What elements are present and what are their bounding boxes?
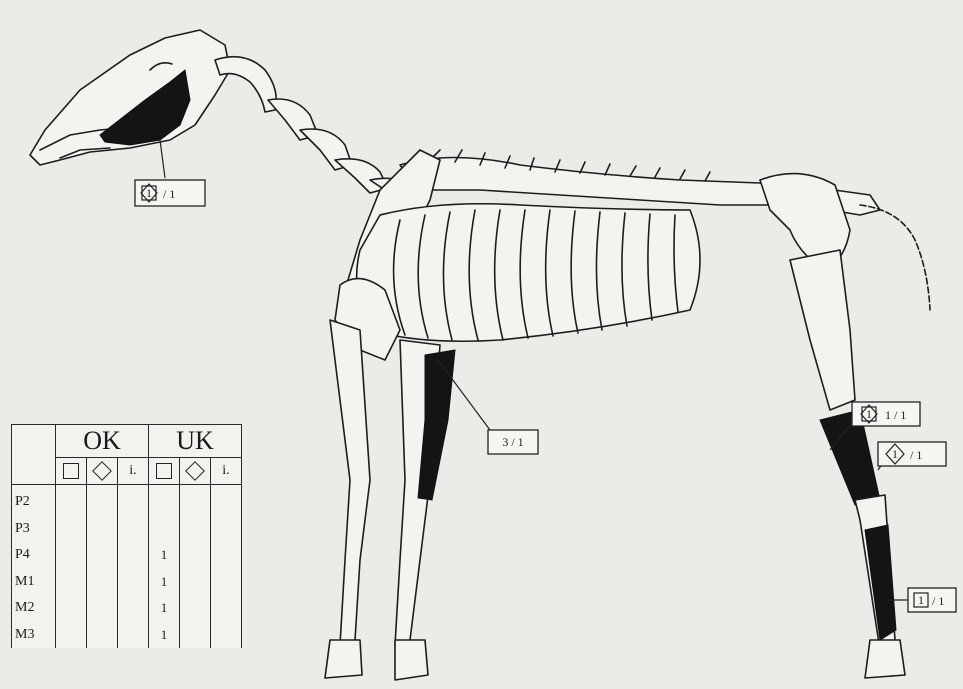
table-cell: 1 [149, 595, 180, 622]
table-cell [87, 595, 118, 622]
table-cell [118, 569, 149, 596]
table-cell [56, 595, 87, 622]
table-cell [87, 516, 118, 543]
square-icon [63, 463, 79, 479]
table-cell [211, 542, 242, 569]
row-label: P3 [12, 516, 56, 543]
table-cell: 1 [149, 569, 180, 596]
svg-text:/ 1: / 1 [910, 448, 922, 462]
table-cell [87, 622, 118, 649]
svg-text:1: 1 [918, 593, 924, 607]
table-corner [12, 425, 56, 485]
annotation-hind-upper: 1 1 / 1 [852, 402, 920, 426]
row-label: M2 [12, 595, 56, 622]
svg-text:/ 1: / 1 [932, 594, 944, 608]
row-label: P2 [12, 485, 56, 516]
cervical-vertebrae [215, 57, 420, 200]
table-cell [56, 516, 87, 543]
table-cell [180, 595, 211, 622]
table-row: M1 1 [12, 569, 242, 596]
table-cell [180, 485, 211, 516]
svg-text:1 / 1: 1 / 1 [885, 408, 906, 422]
diamond-icon [92, 461, 112, 481]
ribcage [357, 204, 700, 342]
table-cell [211, 595, 242, 622]
table-row: P3 [12, 516, 242, 543]
ok-diamond-header [87, 458, 118, 485]
row-label: P4 [12, 542, 56, 569]
table-cell [211, 622, 242, 649]
table-cell [211, 569, 242, 596]
table-cell [56, 542, 87, 569]
diamond-icon [185, 461, 205, 481]
table-row: P4 1 [12, 542, 242, 569]
annotation-hind-middle: 1 / 1 [878, 442, 946, 466]
table-cell [87, 542, 118, 569]
annotation-skull: 1 / 1 [135, 180, 205, 206]
table-cell [211, 516, 242, 543]
table-cell [180, 516, 211, 543]
table-cell [180, 542, 211, 569]
row-label: M3 [12, 622, 56, 649]
svg-text:1: 1 [146, 186, 152, 200]
svg-text:/ 1: / 1 [163, 187, 175, 201]
table-cell [87, 569, 118, 596]
group-header-ok: OK [56, 425, 149, 458]
row-label: M1 [12, 569, 56, 596]
uk-square-header [149, 458, 180, 485]
skull [30, 30, 230, 165]
table-cell [56, 485, 87, 516]
table-cell [180, 622, 211, 649]
annotation-hind-lower: 1 / 1 [908, 588, 956, 612]
square-icon [156, 463, 172, 479]
table-row: M2 1 [12, 595, 242, 622]
table-cell [118, 516, 149, 543]
table-cell [118, 485, 149, 516]
forelimb [325, 320, 455, 680]
ok-i-header: i. [118, 458, 149, 485]
table-cell [118, 622, 149, 649]
table-cell [56, 622, 87, 649]
svg-text:3 / 1: 3 / 1 [502, 435, 523, 449]
table-cell: 1 [149, 542, 180, 569]
table-cell [118, 542, 149, 569]
table-cell: 1 [149, 622, 180, 649]
uk-i-header: i. [211, 458, 242, 485]
table-cell [56, 569, 87, 596]
tail [860, 205, 930, 310]
table-cell [149, 485, 180, 516]
table-cell [118, 595, 149, 622]
table-cell [211, 485, 242, 516]
table-cell [180, 569, 211, 596]
ok-square-header [56, 458, 87, 485]
svg-text:1: 1 [892, 447, 898, 461]
uk-diamond-header [180, 458, 211, 485]
table-row: M3 1 [12, 622, 242, 649]
table-cell [87, 485, 118, 516]
group-header-uk: UK [149, 425, 242, 458]
annotation-forelimb: 3 / 1 [488, 430, 538, 454]
table-row: P2 [12, 485, 242, 516]
svg-text:1: 1 [866, 407, 872, 421]
table-cell [149, 516, 180, 543]
